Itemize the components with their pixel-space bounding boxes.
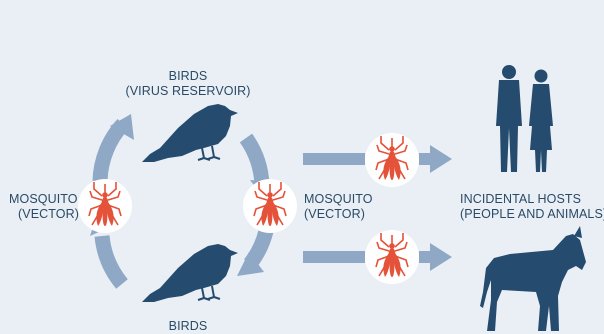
birds-bottom-title: BIRDS [118, 319, 258, 334]
birds-top-label: BIRDS (VIRUS RESERVOIR) [118, 69, 258, 99]
woman-icon [529, 70, 553, 173]
incidental-hosts-subtitle: (PEOPLE AND ANIMALS) [460, 207, 604, 222]
mosquito-right-label: MOSQUITO (VECTOR) [304, 192, 373, 222]
horse-icon [480, 226, 586, 331]
mosquito-icon [243, 179, 297, 233]
mosquito-left-title: MOSQUITO [9, 192, 79, 207]
mosquito-left-label: MOSQUITO (VECTOR) [9, 192, 79, 222]
mosquito-icon [365, 133, 419, 187]
bird-icon [142, 244, 238, 302]
incidental-hosts-label: INCIDENTAL HOSTS (PEOPLE AND ANIMALS) [460, 192, 604, 222]
birds-top-title: BIRDS [118, 69, 258, 84]
cycle-arrow-lower-right [237, 231, 266, 276]
mosquito-right-subtitle: (VECTOR) [304, 207, 373, 222]
mosquito-icon [78, 179, 132, 233]
birds-top-subtitle: (VIRUS RESERVOIR) [118, 84, 258, 99]
mosquito-icon [365, 230, 419, 284]
cycle-arrow-upper-left [100, 114, 134, 181]
bird-icon [142, 104, 238, 162]
man-icon [496, 65, 522, 172]
incidental-hosts-title: INCIDENTAL HOSTS [460, 192, 604, 207]
birds-bottom-label: BIRDS [118, 319, 258, 334]
mosquito-right-title: MOSQUITO [304, 192, 373, 207]
mosquito-left-subtitle: (VECTOR) [9, 207, 79, 222]
